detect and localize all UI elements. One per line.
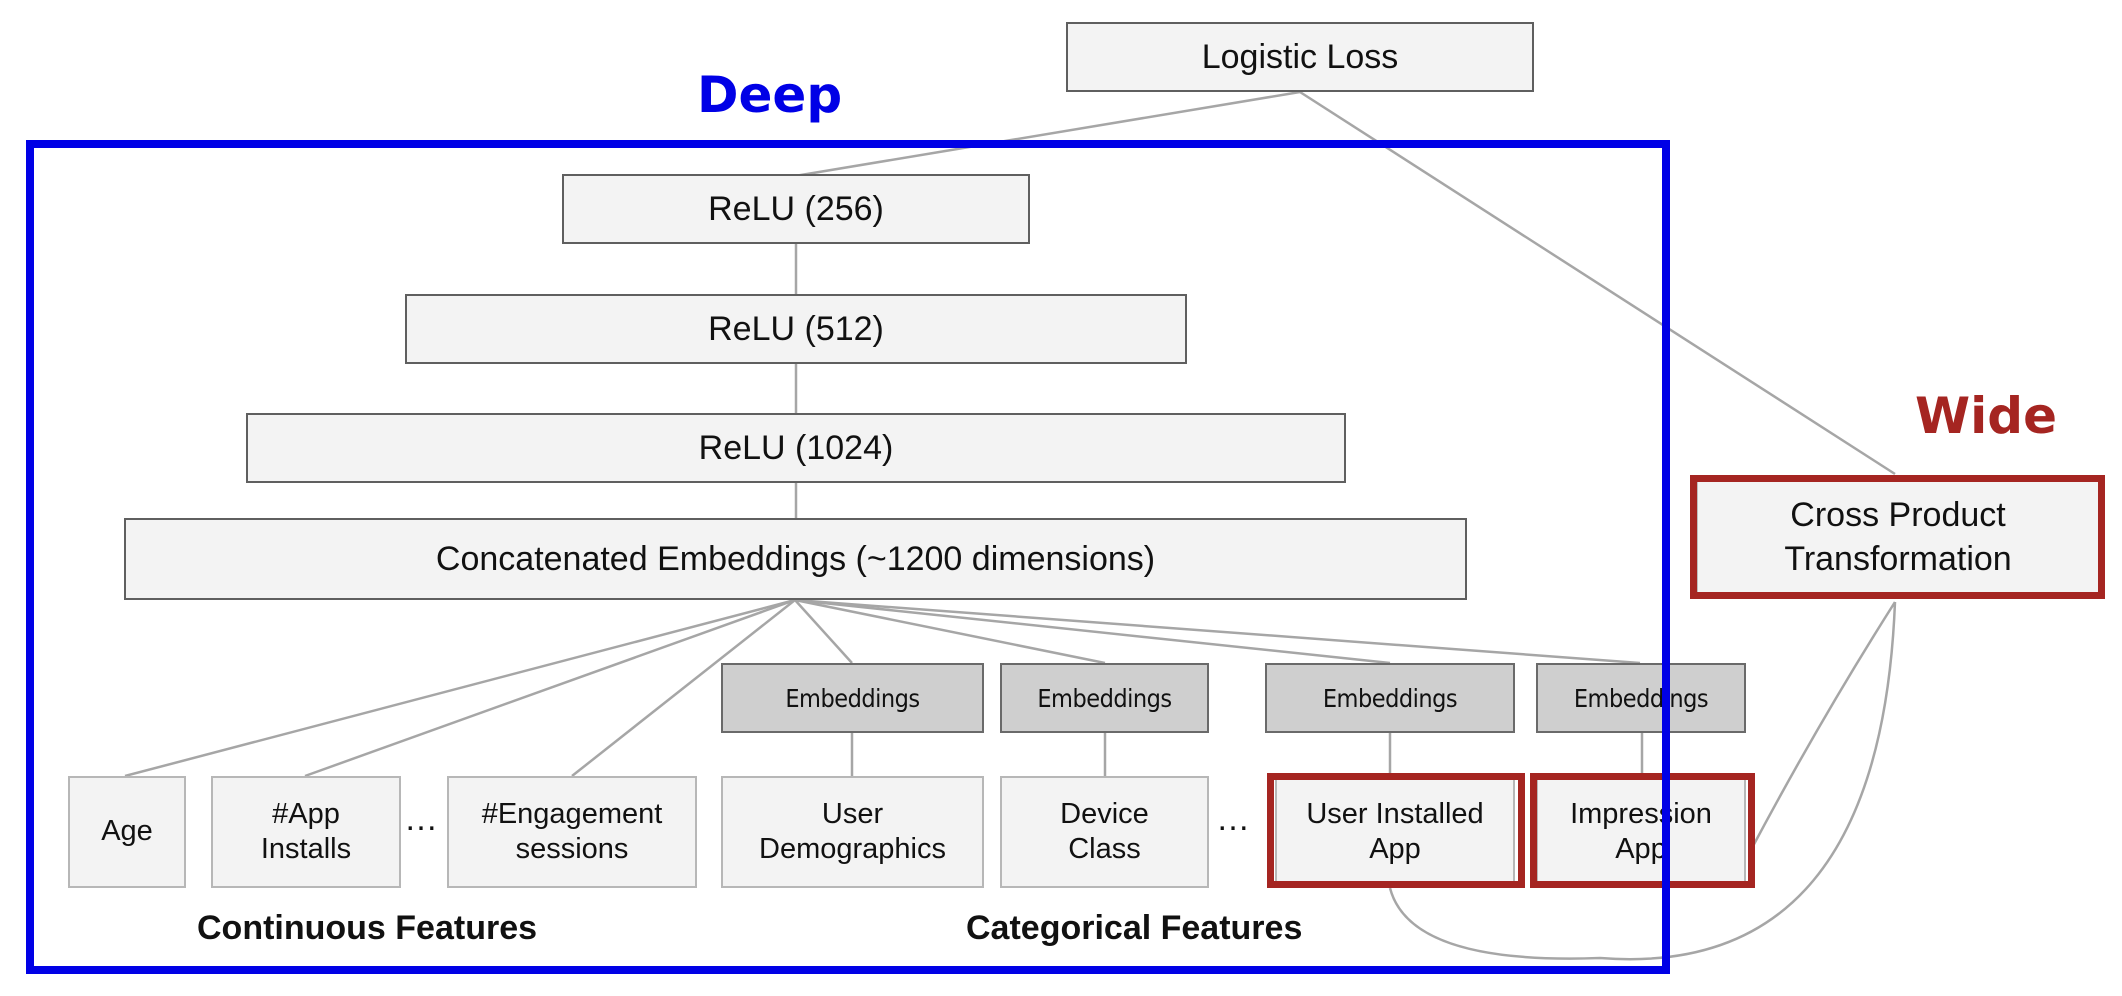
feature-app-installs: #App Installs (211, 776, 401, 888)
cross-product-label: Cross Product Transformation (1784, 495, 2012, 578)
embeddings-label: Embeddings (1573, 683, 1709, 713)
embeddings-node-demographics: Embeddings (721, 663, 984, 733)
edge-concat-engagement (571, 599, 796, 777)
feature-impression-app-label: Impression App (1570, 797, 1712, 865)
categorical-features-label: Categorical Features (966, 909, 1303, 947)
feature-engagement-label: #Engagement sessions (481, 797, 663, 865)
edge-concat-emb2 (794, 598, 1106, 665)
continuous-ellipsis: … (404, 800, 438, 838)
relu-256-node: ReLU (256) (562, 174, 1030, 244)
embeddings-node-impression: Embeddings (1536, 663, 1746, 733)
embeddings-node-user-app: Embeddings (1265, 663, 1515, 733)
relu-256-label: ReLU (256) (708, 189, 884, 228)
feature-user-installed-app-label: User Installed App (1306, 797, 1484, 865)
wide-label: Wide (1915, 387, 2057, 445)
edge-concat-emb1 (794, 599, 853, 664)
edge-cross-impression (1750, 601, 1897, 849)
categorical-ellipsis: … (1216, 800, 1250, 838)
feature-device-class-label: Device Class (1060, 797, 1149, 865)
edge-concat-age (124, 598, 796, 778)
deep-label: Deep (697, 66, 843, 124)
concatenated-embeddings-node: Concatenated Embeddings (~1200 dimension… (124, 518, 1467, 600)
logistic-loss-node: Logistic Loss (1066, 22, 1534, 92)
embeddings-label: Embeddings (1322, 683, 1458, 713)
edge-concat-emb4 (794, 598, 1641, 665)
edge-loss-cross (1299, 90, 1896, 476)
edge-cross-userapp (1388, 601, 1897, 961)
edge-concat-emb3 (794, 598, 1391, 665)
feature-engagement-sessions: #Engagement sessions (447, 776, 697, 888)
embeddings-node-device: Embeddings (1000, 663, 1209, 733)
relu-1024-label: ReLU (1024) (698, 428, 894, 467)
cross-product-node: Cross Product Transformation (1696, 476, 2100, 598)
edge-concat-appinstalls (304, 598, 796, 778)
feature-age-label: Age (101, 815, 153, 848)
embeddings-label: Embeddings (785, 683, 920, 713)
relu-512-node: ReLU (512) (405, 294, 1187, 364)
feature-device-class: Device Class (1000, 776, 1209, 888)
relu-512-label: ReLU (512) (708, 309, 884, 348)
feature-app-installs-label: #App Installs (260, 797, 352, 865)
edge-loss-relu256 (794, 90, 1301, 178)
feature-impression-app: Impression App (1536, 776, 1746, 888)
continuous-features-label: Continuous Features (197, 909, 538, 947)
feature-user-demographics-label: User Demographics (759, 797, 946, 865)
relu-1024-node: ReLU (1024) (246, 413, 1346, 483)
embeddings-label: Embeddings (1037, 683, 1172, 713)
feature-user-demographics: User Demographics (721, 776, 984, 888)
logistic-loss-label: Logistic Loss (1201, 37, 1399, 76)
feature-age: Age (68, 776, 186, 888)
concatenated-embeddings-label: Concatenated Embeddings (~1200 dimension… (435, 539, 1156, 578)
feature-user-installed-app: User Installed App (1275, 776, 1515, 888)
